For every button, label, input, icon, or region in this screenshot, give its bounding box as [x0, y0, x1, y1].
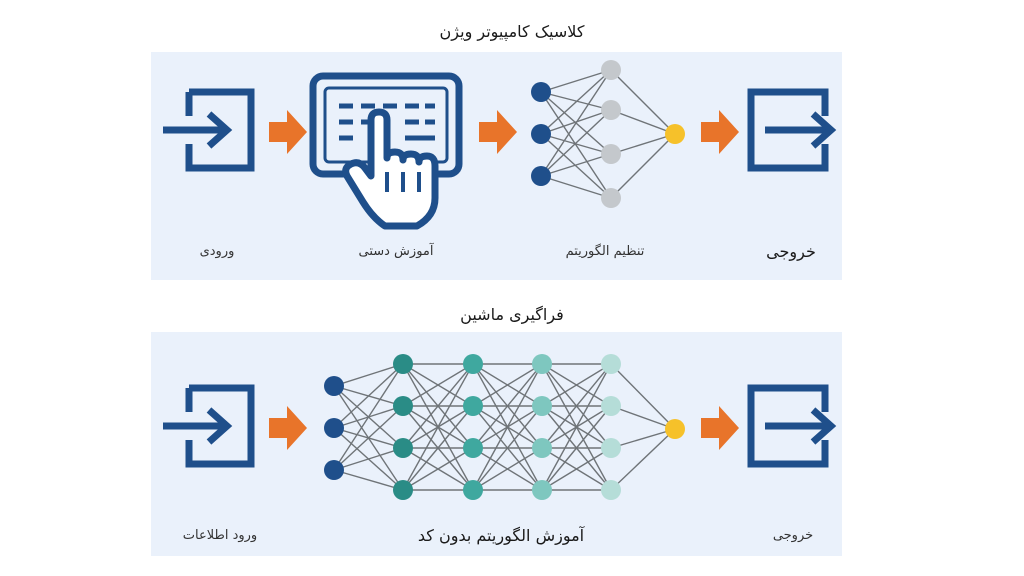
network-node	[601, 396, 621, 416]
network-edge	[472, 363, 543, 449]
network-node	[324, 376, 344, 396]
network-node	[463, 396, 483, 416]
network-edge	[402, 405, 474, 491]
diagram-1-title: کلاسیک کامپیوتر ویژن	[439, 22, 585, 41]
arrow-right-icon	[479, 110, 517, 154]
network-node	[531, 82, 551, 102]
network-node	[393, 438, 413, 458]
nocode-training-label: آموزش الگوریتم بدون کد	[417, 526, 585, 545]
network-node	[601, 100, 621, 120]
network-node	[665, 419, 685, 439]
arrow-right-icon	[701, 110, 739, 154]
algorithm-tuning-label: تنظیم الگوریتم	[565, 244, 645, 259]
network-edge	[540, 175, 612, 199]
network-node	[532, 438, 552, 458]
network-edge	[472, 405, 543, 491]
network-edge	[472, 363, 543, 407]
diagram-2-graphic	[163, 354, 837, 500]
arrow-right-icon	[269, 406, 307, 450]
diagram-1-graphic	[163, 60, 837, 230]
network-edge	[333, 469, 404, 491]
network-edge	[402, 363, 474, 491]
logout-icon	[747, 88, 837, 172]
network-node	[531, 166, 551, 186]
network-node	[601, 188, 621, 208]
output-label: خروجی	[772, 528, 814, 543]
data-input-label: ورود اطلاعات	[182, 528, 258, 543]
network-node	[324, 460, 344, 480]
arrow-right-icon	[269, 110, 307, 154]
network-node	[463, 438, 483, 458]
input-label: ورودی	[199, 244, 235, 259]
network-edge	[540, 91, 612, 111]
network-edge	[541, 363, 612, 449]
network-node	[532, 396, 552, 416]
network-edge	[540, 109, 612, 177]
network-node	[324, 418, 344, 438]
network-edge	[540, 69, 612, 93]
network-edge	[610, 363, 676, 430]
touch-keyboard-icon	[309, 72, 463, 230]
network-edge	[402, 363, 474, 407]
network-edge	[541, 363, 612, 491]
network-edge	[540, 133, 612, 199]
diagram-2-title: فراگیری ماشین	[460, 305, 564, 324]
network-edge	[333, 363, 404, 471]
network-edge	[333, 447, 404, 471]
network-node	[601, 354, 621, 374]
login-icon	[163, 88, 255, 172]
network-edge	[540, 133, 612, 155]
network-node	[393, 480, 413, 500]
network-edge	[540, 91, 612, 199]
network-edge	[610, 405, 676, 430]
network-edge	[472, 447, 543, 491]
network-edge	[333, 405, 404, 471]
network-edge	[402, 447, 474, 491]
network-node	[393, 396, 413, 416]
network-node	[601, 144, 621, 164]
network-edge	[541, 405, 612, 491]
diagram-1-panel: ورودی آموزش دستی تنظیم الگوریتم خروجی	[151, 52, 842, 280]
network-node	[601, 480, 621, 500]
neural-network-icon	[531, 60, 685, 208]
login-icon	[163, 384, 255, 468]
network-node	[532, 354, 552, 374]
network-node	[531, 124, 551, 144]
network-edge	[610, 69, 676, 135]
network-edge	[333, 363, 404, 387]
network-edge	[540, 69, 612, 135]
network-node	[463, 354, 483, 374]
diagram-2-panel: ورود اطلاعات آموزش الگوریتم بدون کد خروج…	[151, 332, 842, 556]
network-edge	[541, 447, 612, 491]
network-node	[601, 438, 621, 458]
network-edge	[610, 428, 676, 491]
network-node	[601, 60, 621, 80]
manual-training-label: آموزش دستی	[358, 244, 434, 259]
network-edge	[610, 133, 676, 199]
arrow-right-icon	[701, 406, 739, 450]
network-edge	[402, 363, 474, 449]
network-node	[532, 480, 552, 500]
network-edge	[541, 363, 612, 407]
network-node	[393, 354, 413, 374]
network-edge	[333, 363, 404, 429]
network-edge	[472, 363, 543, 491]
network-node	[463, 480, 483, 500]
neural-network-icon	[324, 354, 685, 500]
network-edge	[610, 133, 676, 155]
network-node	[665, 124, 685, 144]
output-label: خروجی	[766, 242, 816, 261]
network-edge	[610, 428, 676, 449]
network-edge	[610, 109, 676, 135]
logout-icon	[747, 384, 837, 468]
network-edge	[540, 69, 612, 177]
network-edge	[540, 153, 612, 177]
